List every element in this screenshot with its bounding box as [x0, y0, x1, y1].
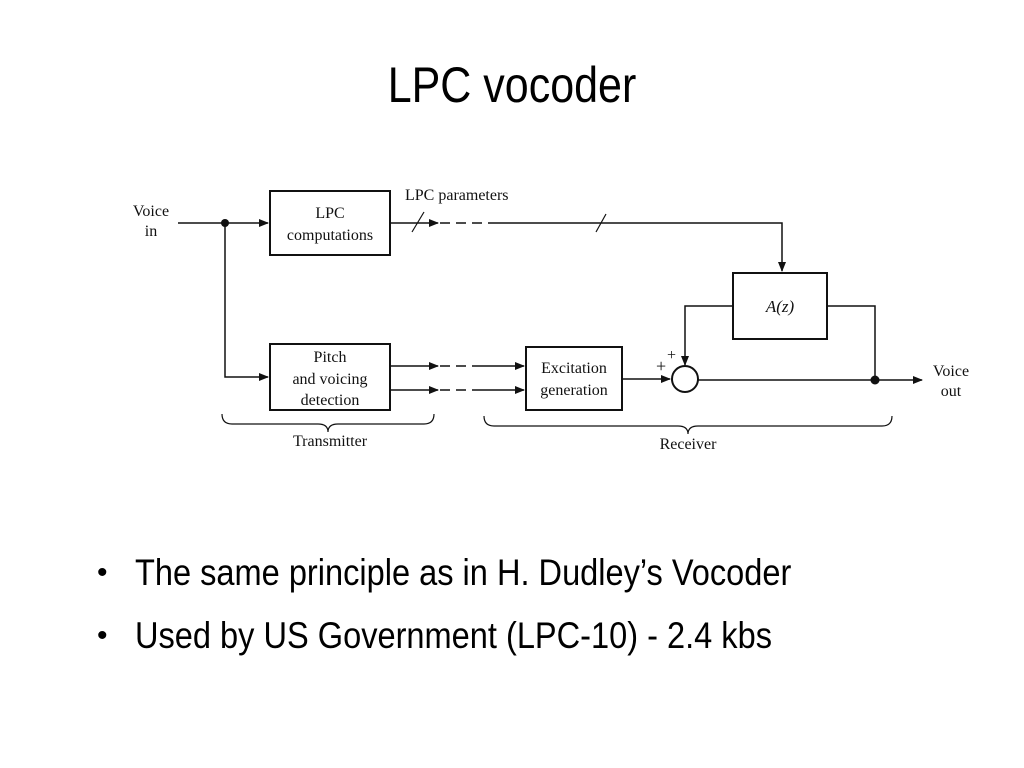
- pitch-box-label-line1: Pitch: [314, 349, 347, 366]
- bullet-text: Used by US Government (LPC-10) - 2.4 kbs: [135, 615, 772, 656]
- receiver-label: Receiver: [660, 436, 718, 453]
- output-junction-dot: [870, 375, 880, 385]
- excitation-label-line1: Excitation: [541, 360, 607, 377]
- summing-node: [671, 365, 699, 393]
- bus-slash-2: [595, 213, 607, 233]
- lpc-parameters-label: LPC parameters: [405, 187, 509, 204]
- feedback-right-line: [827, 305, 876, 380]
- filter-az-label: A(z): [765, 297, 795, 316]
- receiver-brace: [483, 415, 893, 435]
- lpc-vocoder-diagram: Voice in LPC computations LPC parameters…: [133, 187, 969, 453]
- voice-in-label-line2: in: [145, 223, 157, 240]
- lpc-box-label-line2: computations: [287, 227, 373, 244]
- bullet-dot-icon: •: [97, 556, 108, 589]
- feedback-left-line: [681, 305, 733, 366]
- voice-in-label-line1: Voice: [133, 203, 169, 220]
- pitch-box-label-line3: detection: [301, 392, 360, 409]
- pitch-voicing-box: [269, 343, 391, 411]
- slide-title: LPC vocoder: [387, 57, 637, 113]
- voice-out-label-line2: out: [941, 383, 962, 400]
- pitch-box-label-line2: and voicing: [292, 371, 367, 388]
- excitation-box: [525, 346, 623, 411]
- plus-sign-top: +: [667, 347, 676, 364]
- lpc-box-label-line1: LPC: [315, 205, 344, 222]
- bullet-text: The same principle as in H. Dudley’s Voc…: [135, 552, 792, 593]
- bullet-dot-icon: •: [97, 619, 108, 652]
- filter-az-box: [732, 272, 828, 340]
- input-branch-line: [224, 223, 269, 381]
- bullet-item: • The same principle as in H. Dudley’s V…: [95, 548, 881, 611]
- lpc-param-line: [492, 222, 786, 272]
- voice-out-label-line1: Voice: [933, 363, 969, 380]
- transmitter-brace: [221, 413, 435, 433]
- lpc-computations-box: [269, 190, 391, 256]
- bus-slash-1: [411, 211, 425, 233]
- excitation-label-line2: generation: [540, 382, 608, 399]
- bullet-list: • The same principle as in H. Dudley’s V…: [95, 548, 881, 674]
- plus-sign-left: +: [656, 356, 666, 376]
- transmitter-label: Transmitter: [293, 433, 368, 450]
- bullet-item: • Used by US Government (LPC-10) - 2.4 k…: [95, 611, 881, 674]
